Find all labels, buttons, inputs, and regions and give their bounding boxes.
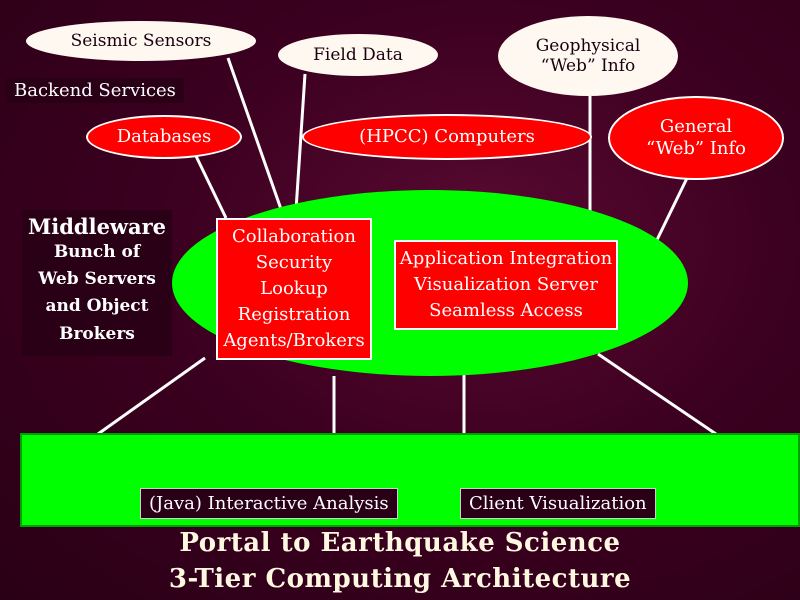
middleware-title: Middleware (28, 214, 167, 239)
geophysical-label-line2: “Web” Info (540, 56, 636, 76)
connector-portal-right (597, 352, 717, 436)
service-collaboration: Collaboration (232, 225, 356, 247)
middleware-desc-line-4: Brokers (59, 323, 135, 344)
general-web-info-line2: “Web” Info (645, 138, 747, 159)
connector-field-data (294, 73, 307, 211)
service-lookup: Lookup (260, 277, 328, 299)
hpcc-computers-oval: (HPCC) Computers (302, 114, 592, 160)
geophysical-label-line1: Geophysical (535, 35, 641, 56)
middleware-desc-line-1: Bunch of (53, 242, 141, 262)
client-tier-panel (20, 433, 800, 527)
connector-databases (194, 155, 228, 219)
title-line-2: 3-Tier Computing Architecture (168, 564, 632, 594)
application-integration-box: Application Integration Visualization Se… (394, 240, 618, 330)
databases-label: Databases (116, 126, 212, 148)
hpcc-computers-label: (HPCC) Computers (359, 126, 535, 148)
connector-seismic (226, 57, 284, 213)
field-data-label: Field Data (313, 44, 403, 65)
title-line-1: Portal to Earthquake Science (179, 528, 621, 558)
general-web-info-oval: General “Web” Info (608, 96, 784, 180)
seismic-sensors-oval: Seismic Sensors (26, 21, 256, 61)
service-security: Security (255, 251, 333, 273)
connector-portal-left (97, 356, 206, 436)
service-registration: Registration (237, 304, 351, 326)
middleware-description: Middleware Bunch of Web Servers and Obje… (22, 210, 172, 356)
integration-line-2: Visualization Server (414, 273, 598, 295)
seismic-sensors-label: Seismic Sensors (70, 30, 212, 51)
client-visualization-box: Client Visualization (460, 488, 656, 519)
backend-services-label: Backend Services (6, 78, 184, 103)
integration-line-1: Application Integration (399, 247, 613, 269)
geophysical-web-info-oval: Geophysical “Web” Info (498, 16, 678, 96)
integration-line-3: Seamless Access (429, 300, 583, 322)
middleware-desc-line-2: Web Servers (38, 269, 156, 290)
databases-oval: Databases (86, 115, 242, 159)
general-web-info-line1: General (659, 116, 733, 138)
service-agents-brokers: Agents/Brokers (223, 330, 365, 352)
interactive-analysis-box: (Java) Interactive Analysis (140, 488, 398, 519)
middleware-services-box: Collaboration Security Lookup Registrati… (216, 218, 372, 360)
field-data-oval: Field Data (278, 34, 438, 76)
middleware-desc-line-3: and Object (45, 296, 149, 317)
connector-general-web (652, 171, 692, 247)
